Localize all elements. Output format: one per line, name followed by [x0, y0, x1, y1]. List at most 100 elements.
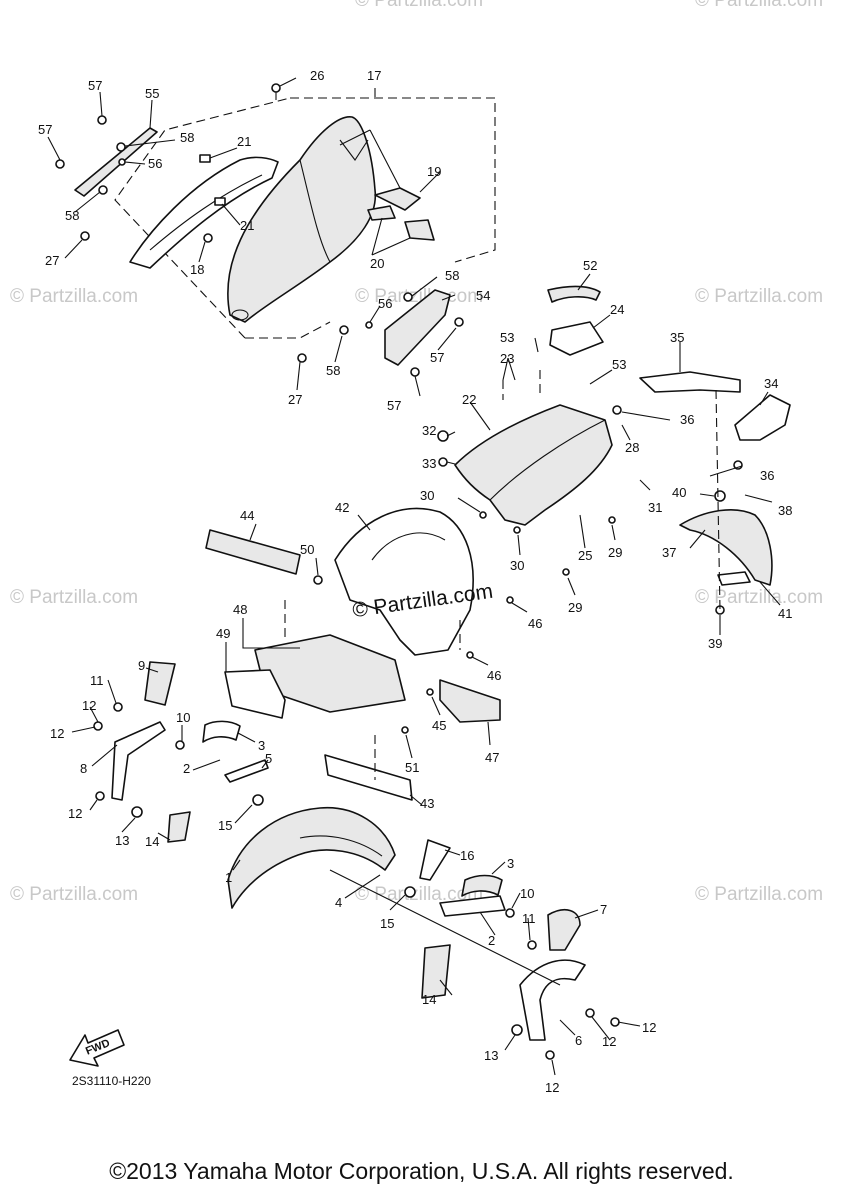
front-fender-1 [227, 806, 396, 909]
callout-49: 49 [216, 626, 230, 641]
nut-58 [116, 142, 126, 152]
nut-13b [511, 1024, 523, 1036]
nut-58 [339, 325, 349, 335]
bolt-27 [80, 231, 90, 241]
side-trim-55 [74, 127, 158, 197]
callout-7: 7 [600, 902, 607, 917]
callout-6: 6 [575, 1033, 582, 1048]
bolt-11 [113, 702, 123, 712]
callout-38: 38 [778, 503, 792, 518]
strip-43 [324, 754, 413, 801]
bracket-34 [734, 394, 791, 441]
callout-30: 30 [510, 558, 524, 573]
bolt-27 [297, 353, 307, 363]
pad-20b [404, 219, 435, 241]
callout-15: 15 [218, 818, 232, 833]
clip-30 [513, 526, 521, 534]
callout-53: 53 [500, 330, 514, 345]
stay-35 [639, 371, 741, 393]
callout-12: 12 [68, 806, 82, 821]
callout-30: 30 [420, 488, 434, 503]
callout-2: 2 [183, 761, 190, 776]
callout-58: 58 [180, 130, 194, 145]
strip-44 [205, 529, 301, 575]
callout-8: 8 [80, 761, 87, 776]
callout-28: 28 [625, 440, 639, 455]
bolt-11b [527, 940, 537, 950]
side-trim-54 [384, 289, 451, 366]
callout-27: 27 [45, 253, 59, 268]
callout-46: 46 [487, 668, 501, 683]
clip-29 [608, 516, 616, 524]
callout-29: 29 [568, 600, 582, 615]
callout-55: 55 [145, 86, 159, 101]
callout-3: 3 [507, 856, 514, 871]
callout-37: 37 [662, 545, 676, 560]
bolt-57 [454, 317, 464, 327]
diagram-code: 2S31110-H220 [72, 1074, 151, 1088]
pad-19 [374, 187, 421, 211]
bolt-57 [410, 367, 420, 377]
bolt-12b [610, 1017, 620, 1027]
rear-mudguard-37 [679, 509, 773, 586]
callout-45: 45 [432, 718, 446, 733]
watermark: © Partzilla.com [10, 884, 138, 905]
label-21b [214, 197, 226, 206]
callout-25: 25 [578, 548, 592, 563]
rear-fender-assembly [55, 83, 496, 377]
fender-inner-frame [129, 156, 279, 269]
nut-58 [98, 185, 108, 195]
callout-14: 14 [145, 834, 159, 849]
callout-11: 11 [90, 673, 104, 688]
callout-21: 21 [237, 134, 251, 149]
callout-51: 51 [405, 760, 419, 775]
stay-6 [519, 959, 586, 1041]
callout-36: 36 [760, 468, 774, 483]
bolt-10b [505, 908, 515, 918]
watermark: © Partzilla.com [695, 0, 823, 11]
washer-32 [437, 430, 449, 442]
callout-10: 10 [520, 886, 534, 901]
assembly-frame [245, 321, 331, 339]
watermark: © Partzilla.com [695, 884, 823, 905]
callout-12: 12 [545, 1080, 559, 1095]
stay-8 [111, 721, 166, 801]
callout-53: 53 [612, 357, 626, 372]
callout-19: 19 [427, 164, 441, 179]
pad-20a [367, 205, 396, 221]
callout-56: 56 [378, 296, 392, 311]
callout-16: 16 [460, 848, 474, 863]
grommet-18 [203, 233, 213, 243]
watermark: © Partzilla.com [355, 286, 483, 307]
watermark: © Partzilla.com [10, 587, 138, 608]
callout-12: 12 [82, 698, 96, 713]
callout-13: 13 [115, 833, 129, 848]
stay-16 [419, 839, 451, 881]
bolt-50 [313, 575, 323, 585]
trim-47 [439, 679, 501, 723]
callout-21: 21 [240, 218, 254, 233]
bolt-12 [95, 791, 105, 801]
reflector-7 [547, 909, 581, 951]
callout-13: 13 [484, 1048, 498, 1063]
callout-34: 34 [764, 376, 778, 391]
callout-31: 31 [648, 500, 662, 515]
callout-57: 57 [88, 78, 102, 93]
stay-41 [717, 571, 751, 586]
watermark: © Partzilla.com [355, 0, 483, 11]
nut-15 [404, 886, 416, 898]
callout-36: 36 [680, 412, 694, 427]
bracket-24 [549, 321, 604, 356]
callout-57: 57 [38, 122, 52, 137]
bolt-10 [175, 740, 185, 750]
callout-18: 18 [190, 262, 204, 277]
callout-15: 15 [380, 916, 394, 931]
stay-5 [224, 759, 269, 783]
watermark: © Partzilla.com [10, 286, 138, 307]
callout-9: 9 [138, 658, 145, 673]
clip-46 [466, 651, 474, 659]
callout-58: 58 [65, 208, 79, 223]
fwd-arrow-icon: FWD [69, 1029, 125, 1067]
bolt-57 [55, 159, 65, 169]
